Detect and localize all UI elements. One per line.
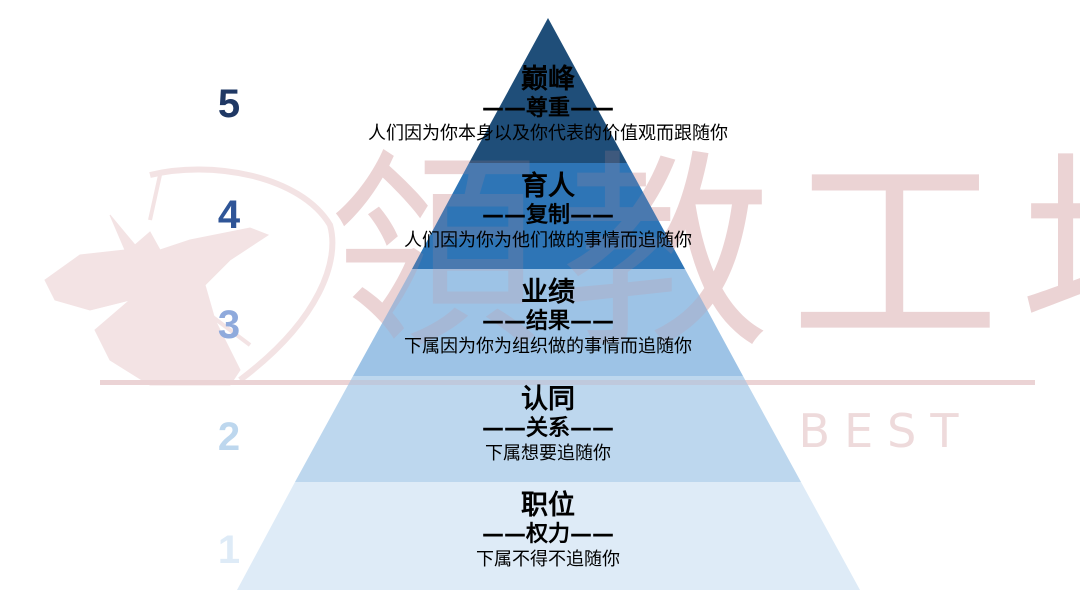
pyramid-tier-4: [412, 163, 685, 269]
tier-title: 业绩: [521, 277, 575, 308]
tier-subtitle: ——权力——: [481, 522, 614, 547]
tier-title: 育人: [521, 171, 575, 202]
level-number-3: 3: [217, 303, 241, 347]
tier-description: 下属不得不追随你: [476, 549, 620, 570]
pyramid-tier-1: [237, 482, 860, 590]
tier-subtitle: ——尊重——: [481, 96, 614, 121]
tier-title: 认同: [521, 384, 575, 415]
tier-subtitle: ——关系——: [481, 416, 614, 441]
tier-4-label: 育人 ——复制—— 人们因为你为他们做的事情而追随你: [0, 171, 1080, 253]
tier-1-label: 职位 ——权力—— 下属不得不追随你: [0, 490, 1080, 572]
pyramid-tier-2: [295, 376, 801, 482]
tier-5-label: 巅峰 ——尊重—— 人们因为你本身以及你代表的价值观而跟随你: [0, 64, 1080, 146]
tier-2-label: 认同 ——关系—— 下属想要追随你: [0, 384, 1080, 466]
tier-description: 下属因为你为组织做的事情而追随你: [404, 336, 692, 357]
tier-3-label: 业绩 ——结果—— 下属因为你为组织做的事情而追随你: [0, 277, 1080, 359]
tier-subtitle: ——结果——: [481, 309, 614, 334]
pyramid-tier-3: [353, 269, 743, 376]
tier-description: 人们因为你为他们做的事情而追随你: [404, 230, 692, 251]
level-number-1: 1: [217, 528, 241, 572]
tier-title: 巅峰: [521, 64, 575, 95]
level-number-5: 5: [217, 82, 241, 126]
pyramid-tier-5: [469, 18, 627, 163]
level-number-4: 4: [217, 193, 241, 237]
tier-title: 职位: [521, 490, 575, 521]
level-number-2: 2: [217, 415, 241, 459]
tier-description: 人们因为你本身以及你代表的价值观而跟随你: [368, 123, 728, 144]
tier-subtitle: ——复制——: [481, 203, 614, 228]
tier-description: 下属想要追随你: [485, 443, 611, 464]
